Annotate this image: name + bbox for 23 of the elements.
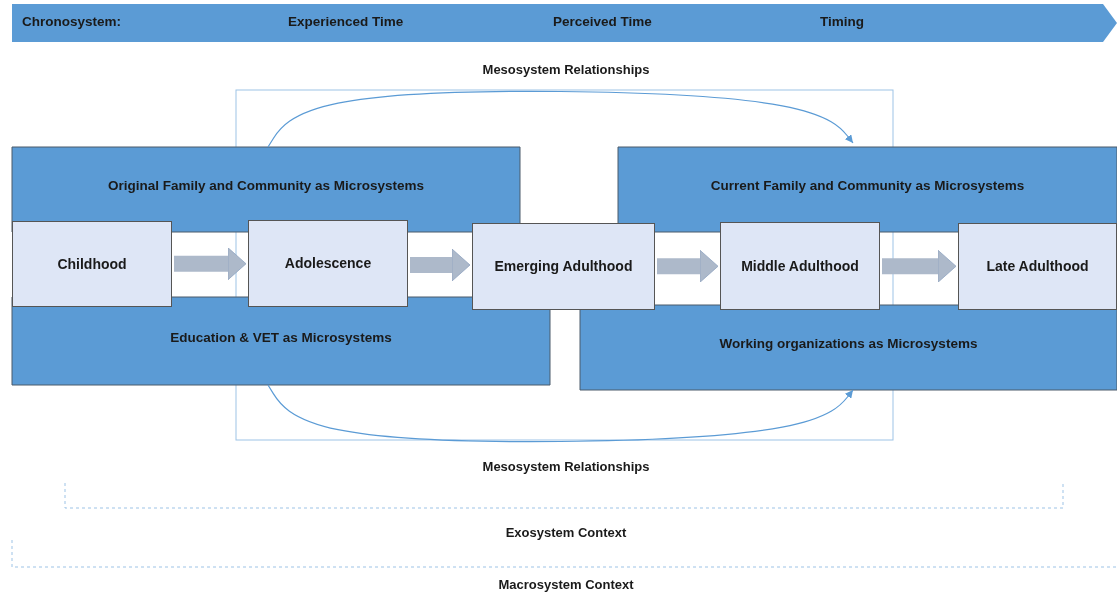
band-label: Timing — [820, 13, 864, 31]
block-arrow — [882, 249, 957, 283]
microsystem-label: Current Family and Community as Microsystems — [709, 177, 1026, 195]
curved-arrow — [267, 384, 854, 443]
life-stage-box: Adolescence — [248, 220, 408, 307]
context-label: Mesosystem Relationships — [482, 459, 650, 474]
context-label: Macrosystem Context — [498, 577, 634, 592]
band-label: Chronosystem: — [22, 13, 121, 31]
block-arrow — [174, 247, 247, 281]
life-stage-box: Middle Adulthood — [720, 222, 880, 310]
life-stage-box: Childhood — [12, 221, 172, 307]
microsystem-label: Education & VET as Microsystems — [169, 329, 393, 347]
band-label: Perceived Time — [553, 13, 652, 31]
band-label: Experienced Time — [288, 13, 404, 31]
life-stage-box: Emerging Adulthood — [472, 223, 655, 310]
block-arrow — [410, 248, 471, 282]
context-label: Exosystem Context — [505, 525, 627, 540]
context-label: Mesosystem Relationships — [482, 62, 650, 77]
microsystem-label: Working organizations as Microsystems — [718, 335, 979, 353]
curved-arrow — [267, 90, 854, 148]
block-arrow — [657, 249, 719, 283]
microsystem-label: Original Family and Community as Microsystems — [107, 177, 425, 195]
life-stage-box: Late Adulthood — [958, 223, 1117, 310]
